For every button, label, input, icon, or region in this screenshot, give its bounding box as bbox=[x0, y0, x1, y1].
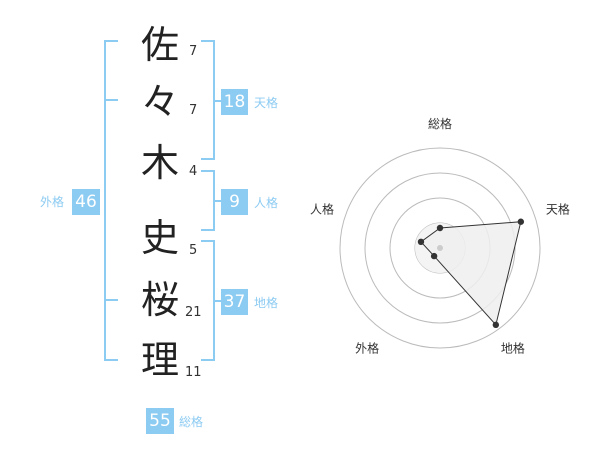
character-3: 木 bbox=[140, 141, 179, 185]
gaikaku-tick-1 bbox=[104, 99, 118, 101]
radar-axis-label-3: 地格 bbox=[501, 340, 525, 355]
radar-point-5 bbox=[417, 238, 425, 246]
stroke-count-4: 5 bbox=[189, 243, 198, 258]
radar-axis-label-5: 人格 bbox=[310, 202, 334, 217]
radar-center-dot bbox=[437, 245, 443, 251]
jinkaku-label: 人格 bbox=[254, 196, 279, 210]
stroke-count-6: 11 bbox=[185, 365, 202, 380]
chikaku-badge: 37 bbox=[221, 289, 248, 315]
character-1: 佐 bbox=[140, 23, 179, 67]
tenkaku-connector bbox=[214, 100, 222, 102]
radar-point-4 bbox=[430, 252, 438, 260]
stroke-count-2: 7 bbox=[189, 103, 198, 118]
radar-series-area bbox=[420, 221, 522, 326]
character-4: 史 bbox=[140, 216, 179, 260]
character-6: 理 bbox=[140, 338, 179, 382]
soukaku-badge: 55 bbox=[146, 408, 174, 434]
radar-axis-label-4: 外格 bbox=[355, 340, 379, 355]
gaikaku-tick-2 bbox=[104, 299, 118, 301]
stroke-count-1: 7 bbox=[189, 44, 198, 59]
radar-ring-4 bbox=[339, 147, 541, 349]
chikaku-label: 地格 bbox=[254, 296, 279, 310]
character-2: 々 bbox=[140, 80, 179, 124]
radar-point-2 bbox=[517, 218, 525, 225]
character-5: 桜 bbox=[140, 278, 179, 322]
radar-point-1 bbox=[436, 224, 444, 232]
chikaku-connector bbox=[214, 300, 222, 302]
radar-ring-3 bbox=[364, 172, 516, 324]
tenkaku-badge: 18 bbox=[221, 89, 248, 115]
jinkaku-badge: 9 bbox=[221, 189, 248, 215]
radar-point-3 bbox=[492, 321, 500, 329]
soukaku-label: 総格 bbox=[179, 415, 204, 429]
radar-axis-label-2: 天格 bbox=[546, 202, 570, 217]
stroke-count-3: 4 bbox=[189, 164, 198, 179]
gaikaku-badge: 46 bbox=[72, 189, 100, 215]
gaikaku-bracket bbox=[104, 40, 118, 361]
radar-axis-label-1: 総格 bbox=[428, 116, 452, 131]
gaikaku-label: 外格 bbox=[40, 195, 65, 209]
tenkaku-label: 天格 bbox=[254, 96, 279, 110]
jinkaku-connector bbox=[214, 200, 222, 202]
stroke-count-5: 21 bbox=[185, 305, 202, 320]
